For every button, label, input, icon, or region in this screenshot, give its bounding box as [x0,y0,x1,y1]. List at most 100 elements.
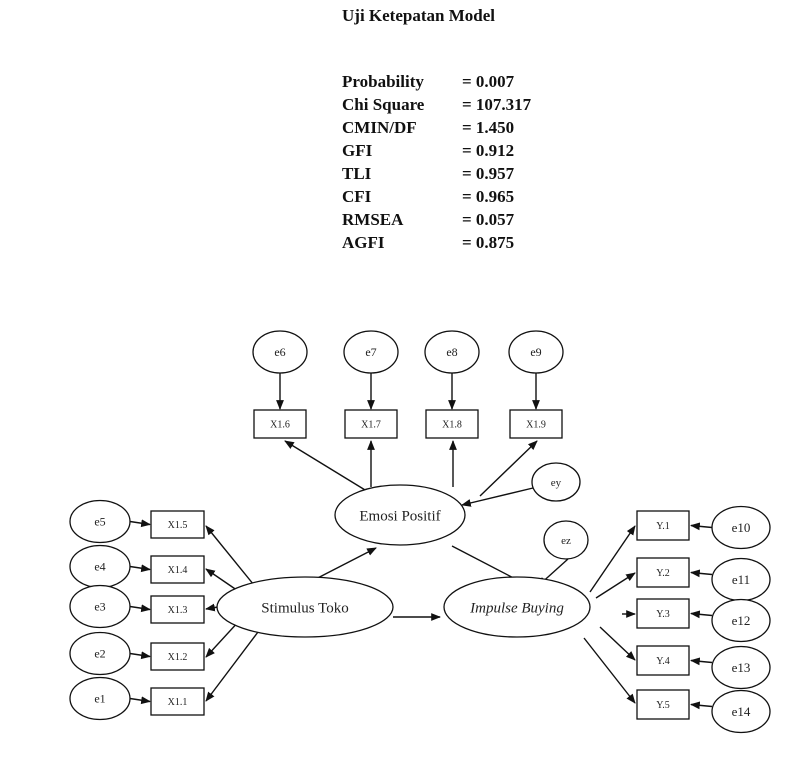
error-e5-label: e5 [94,515,105,529]
indicator-x1-5: X1.5 [150,510,205,539]
indicator-x1-1-shape [150,687,205,716]
indicator-x1-3: X1.3 [150,595,205,624]
indicator-x1-3-label: X1.3 [168,605,188,616]
error-e6-label: e6 [274,345,285,359]
indicator-x1-6: X1.6 [253,409,307,439]
disturbance-ez-label: ez [561,535,571,547]
loading-arrow [284,440,371,494]
indicator-y-4: Y.4 [636,645,690,676]
indicator-x1-2-shape [150,642,205,671]
error-e5: e5 [69,499,131,544]
error-arrow-e4 [129,564,151,573]
latent-impulse-buying-label: Impulse Buying [469,600,564,616]
fit-index-value: = 0.875 [462,233,515,252]
error-e7-shape [343,330,399,374]
indicator-x1-7-label: X1.7 [361,420,381,431]
error-e10: e10 [711,505,771,550]
error-e13: e13 [711,645,771,690]
error-e7: e7 [343,330,399,374]
fit-index-value: = 107.317 [462,95,532,114]
indicator-y-1-label: Y.1 [656,521,669,532]
indicator-x1-9-label: X1.9 [526,420,546,431]
fit-index-label: CMIN/DF [342,118,417,137]
latent-stimulus-toko: Stimulus Toko [216,576,394,638]
fit-index-label: Chi Square [342,95,425,114]
page-title: Uji Ketepatan Model [342,6,495,25]
error-arrow-e13 [690,657,713,666]
error-arrow-e14 [690,701,713,710]
fit-index-row: CFI = 0.965 [342,185,531,208]
indicator-x1-9-shape [509,409,563,439]
error-e7-label: e7 [365,345,376,359]
indicator-y-2-shape [636,557,690,588]
loading-arrow [205,631,259,702]
error-arrow-e11 [690,569,713,578]
error-e12: e12 [711,598,771,643]
error-e11: e11 [711,557,771,602]
fit-index-value: = 0.057 [462,210,515,229]
indicator-x1-9: X1.9 [509,409,563,439]
fit-index-value: = 1.450 [462,118,515,137]
indicator-y-5: Y.5 [636,689,690,720]
error-e8-label: e8 [446,345,457,359]
latent-impulse-buying-shape [443,576,591,638]
indicator-x1-5-shape [150,510,205,539]
error-e4-label: e4 [94,560,105,574]
error-e14-shape [711,689,771,734]
loading-arrow [205,619,241,658]
indicator-x1-3-shape [150,595,205,624]
indicator-y-3: Y.3 [636,598,690,629]
fit-index-row: Probability = 0.007 [342,70,531,93]
error-e4: e4 [69,544,131,589]
error-e14: e14 [711,689,771,734]
fit-indices-table: Probability = 0.007 Chi Square = 107.317… [342,70,531,254]
indicator-y-3-shape [636,598,690,629]
disturbance-ey-label: ey [551,477,562,489]
indicator-y-3-label: Y.3 [656,609,669,620]
indicator-y-2: Y.2 [636,557,690,588]
fit-index-label: TLI [342,164,372,183]
disturbance-ey: ey [531,462,581,502]
error-e3-label: e3 [94,600,105,614]
error-arrow-e2 [129,651,151,660]
fit-index-row: RMSEA = 0.057 [342,208,531,231]
latent-emosi-positif-shape [334,484,466,546]
error-e3: e3 [69,584,131,629]
indicator-y-5-label: Y.5 [656,700,669,711]
latent-stimulus-toko-label: Stimulus Toko [261,600,348,616]
disturbance-ez-shape [543,520,589,560]
indicator-y-5-shape [636,689,690,720]
error-e9: e9 [508,330,564,374]
fit-index-row: GFI = 0.912 [342,139,531,162]
loading-arrow [595,572,636,599]
error-e9-shape [508,330,564,374]
fit-index-value: = 0.965 [462,187,515,206]
fit-index-label: GFI [342,141,373,160]
fit-index-row: Chi Square = 107.317 [342,93,531,116]
fit-index-label: RMSEA [342,210,404,229]
loading-arrow [205,603,219,612]
disturbance-arrow-ey [461,487,534,507]
fit-index-label: Probability [342,72,424,91]
error-e12-label: e12 [732,613,751,628]
fit-index-value: = 0.007 [462,72,515,91]
indicator-x1-1-label: X1.1 [168,697,188,708]
indicator-x1-8: X1.8 [425,409,479,439]
indicator-x1-6-shape [253,409,307,439]
error-e11-label: e11 [732,572,750,587]
error-arrow-e3 [129,604,151,613]
error-e8-shape [424,330,480,374]
indicator-x1-4-label: X1.4 [168,565,188,576]
latent-emosi-positif: Emosi Positif [334,484,466,546]
loading-arrow [589,525,636,593]
error-e9-label: e9 [530,345,541,359]
indicator-x1-6-label: X1.6 [270,420,290,431]
error-e13-label: e13 [732,660,751,675]
fit-index-row: TLI = 0.957 [342,162,531,185]
fit-index-row: AGFI = 0.875 [342,231,531,254]
error-e10-label: e10 [732,520,751,535]
latent-impulse-buying: Impulse Buying [443,576,591,638]
indicator-y-4-shape [636,645,690,676]
fit-index-label: AGFI [342,233,385,252]
